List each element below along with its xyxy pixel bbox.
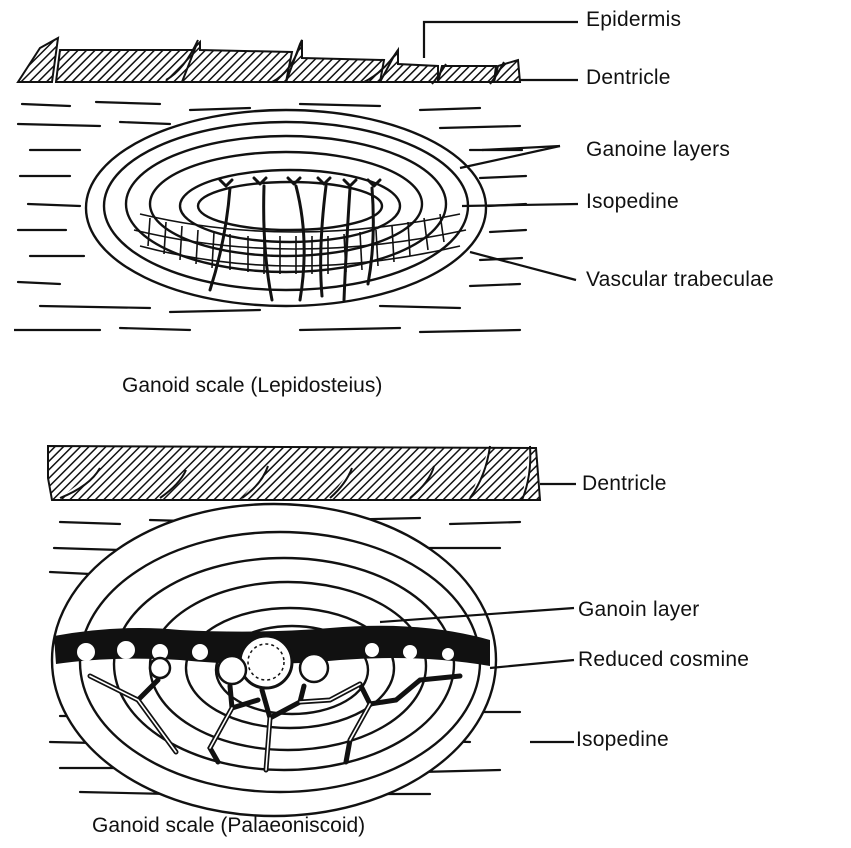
label-ganoin-layer: Ganoin layer (578, 598, 699, 622)
label-vascular-trabeculae: Vascular trabeculae (586, 268, 774, 292)
figure-1-lepidosteius (14, 22, 578, 332)
caption-figure-2: Ganoid scale (Palaeoniscoid) (92, 814, 365, 838)
ganoine-layers-rings (86, 110, 486, 306)
epidermis-band-2 (48, 446, 540, 500)
label-dentricle-1: Dentricle (586, 66, 671, 90)
figure-2-palaeoniscoid (48, 446, 576, 816)
label-dentricle-2: Dentricle (582, 472, 667, 496)
caption-figure-1: Ganoid scale (Lepidosteius) (122, 374, 382, 398)
label-isopedine-1: Isopedine (586, 190, 679, 214)
epidermis-band-1 (18, 38, 520, 84)
label-epidermis: Epidermis (586, 8, 681, 32)
label-isopedine-2: Isopedine (576, 728, 669, 752)
label-reduced-cosmine: Reduced cosmine (578, 648, 749, 672)
label-ganoine-layers: Ganoine layers (586, 138, 730, 162)
